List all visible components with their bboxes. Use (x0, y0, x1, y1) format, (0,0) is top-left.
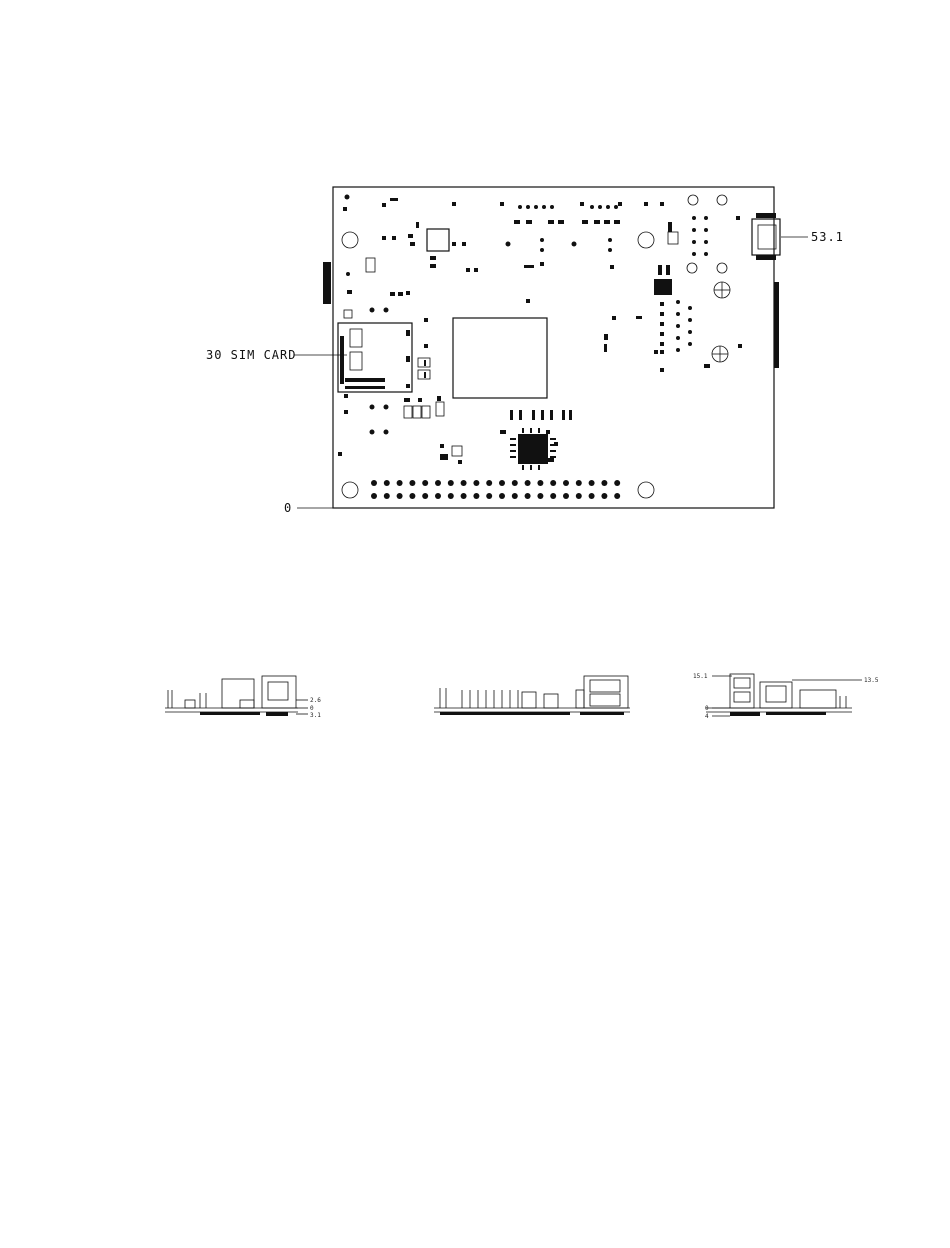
header-pin (550, 493, 556, 499)
header-pin (525, 480, 531, 486)
label-right-4: 4 (705, 713, 709, 720)
header-pin (435, 480, 441, 486)
capacitor (714, 282, 730, 298)
header-pin (461, 480, 467, 486)
header-pin (537, 493, 543, 499)
header-pin (384, 480, 390, 486)
header-pin (550, 480, 556, 486)
label-sim-card: 30 SIM CARD (206, 348, 296, 362)
capacitor (712, 346, 728, 362)
header-pin (537, 480, 543, 486)
label-right-13-5: 13.5 (864, 677, 879, 684)
label-left-2-6: 2.6 (310, 697, 321, 704)
small-components (338, 195, 742, 465)
header-pin (589, 493, 595, 499)
header-pin (371, 493, 377, 499)
label-right-0: 0 (705, 705, 709, 712)
header-pin (614, 480, 620, 486)
header-pin (614, 493, 620, 499)
header-pin (435, 493, 441, 499)
header-pin (601, 493, 607, 499)
header-pin (473, 480, 479, 486)
component-square (427, 229, 449, 251)
header-pin (448, 493, 454, 499)
header-pin (371, 480, 377, 486)
sim-card-slot (338, 323, 412, 392)
qfp-chip (510, 428, 556, 470)
mount-hole (638, 232, 654, 248)
edge-connector-left (323, 262, 331, 304)
header-pin (601, 480, 607, 486)
label-origin: 0 (284, 501, 292, 515)
header-pin (563, 480, 569, 486)
header-pin (525, 493, 531, 499)
label-left-0: 0 (310, 705, 314, 712)
header-pin (576, 493, 582, 499)
header-pin (512, 493, 518, 499)
label-left-3-1: 3.1 (310, 712, 321, 719)
gpio-header (371, 480, 620, 499)
side-view-left: 2.6 0 3.1 (165, 676, 321, 719)
header-pin (409, 493, 415, 499)
header-pin (473, 493, 479, 499)
top-view-board (323, 187, 780, 508)
usb-connector (752, 213, 780, 260)
edge-connector-right (774, 282, 779, 368)
header-pin (499, 493, 505, 499)
header-pin (422, 493, 428, 499)
header-pin (563, 493, 569, 499)
header-pin (448, 480, 454, 486)
header-pin (409, 480, 415, 486)
label-right-15-1: 15.1 (693, 673, 708, 680)
label-right-edge: 53.1 (811, 230, 844, 244)
header-pin (499, 480, 505, 486)
header-pin (486, 493, 492, 499)
header-pin (461, 493, 467, 499)
soc-chip (453, 318, 547, 398)
header-pin (384, 493, 390, 499)
header-pin (397, 480, 403, 486)
mount-hole (342, 482, 358, 498)
side-view-right: 15.1 13.5 0 4 (693, 673, 879, 720)
side-view-middle (434, 676, 630, 715)
mount-hole (638, 482, 654, 498)
header-pin (422, 480, 428, 486)
header-pin (589, 480, 595, 486)
header-pin (486, 480, 492, 486)
header-pin (576, 480, 582, 486)
mount-hole (342, 232, 358, 248)
header-pin (397, 493, 403, 499)
header-pin (512, 480, 518, 486)
